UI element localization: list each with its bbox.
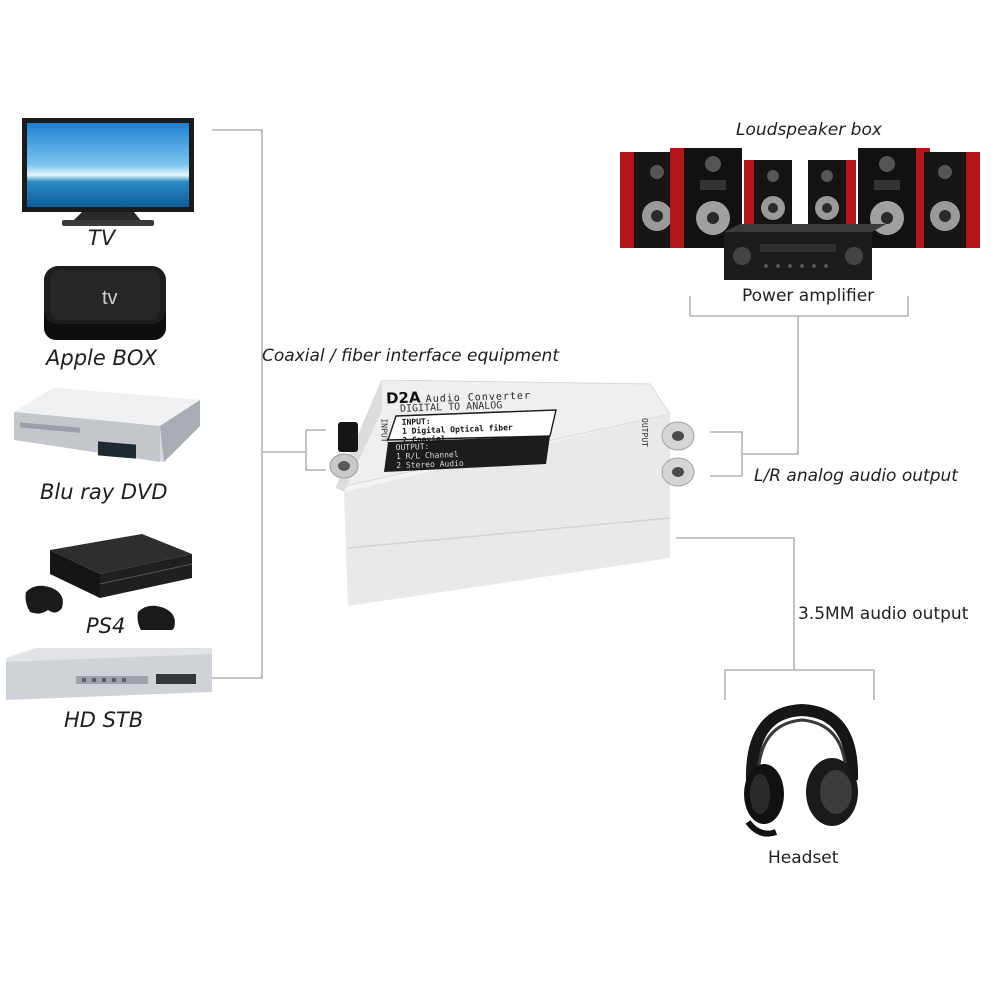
headset-icon [744, 703, 859, 837]
source-label-tv: TV [88, 226, 116, 250]
game-console-icon [25, 534, 193, 630]
converter-output-side-label: OUTPUT [639, 418, 649, 447]
tv-icon [22, 118, 194, 226]
source-label-hd-stb: HD STB [64, 708, 144, 732]
input-equipment-label: Coaxial / fiber interface equipment [262, 346, 559, 366]
set-top-box-icon [6, 648, 212, 700]
amplifier-icon [724, 224, 886, 280]
source-label-apple-box: Apple BOX [46, 346, 158, 370]
lr-to-amp-line [742, 316, 799, 455]
amp-bracket-line [689, 296, 909, 317]
lr-output-label: L/R analog audio output [754, 466, 958, 486]
converter-input-side-label: INPUT [379, 418, 389, 443]
headset-label: Headset [768, 848, 839, 868]
loudspeaker-icon [620, 148, 980, 280]
source-label-bluray: Blu ray DVD [40, 480, 168, 504]
bluray-dvd-player-icon [14, 388, 200, 462]
loudspeaker-label: Loudspeaker box [736, 120, 882, 140]
output-bracket-line [710, 431, 743, 477]
power-amplifier-label: Power amplifier [742, 286, 875, 306]
source-bus-line [212, 129, 263, 679]
svg-text:tv: tv [102, 287, 118, 309]
apple-tv-box-icon: tv [44, 266, 166, 340]
jack-line [676, 537, 795, 670]
converter-box: D2A Audio Converter DIGITAL TO ANALOG IN… [326, 380, 704, 606]
jack-output-label: 3.5MM audio output [798, 604, 969, 624]
headset-bracket-line [724, 669, 875, 700]
source-label-ps4: PS4 [86, 614, 126, 638]
converter-output-spec: OUTPUT: 1 R/L Channel 2 Stereo Audio [395, 442, 464, 471]
input-bracket-line [305, 429, 326, 471]
